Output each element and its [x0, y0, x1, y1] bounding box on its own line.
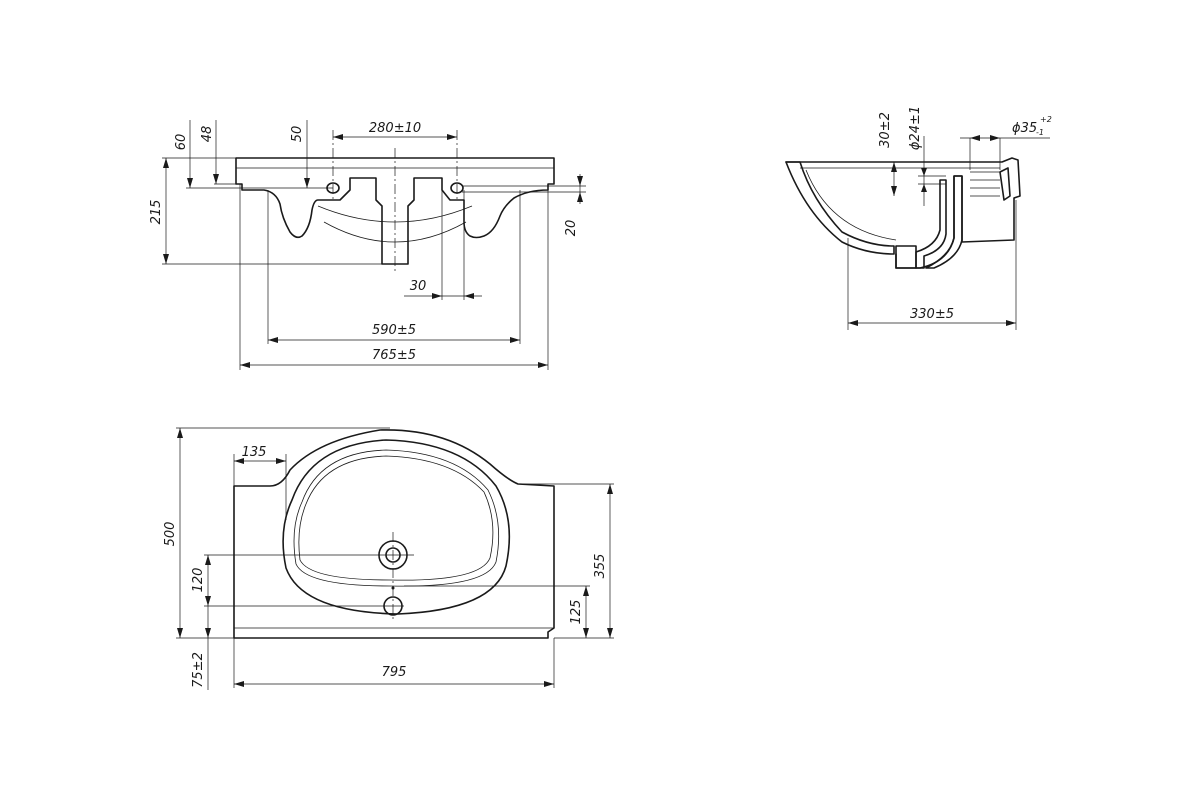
- dim-label-30: 30: [410, 279, 427, 294]
- dim-label-75: 75±2: [191, 652, 206, 688]
- side-bowl-inner: [805, 169, 897, 241]
- top-view-outline: [233, 429, 555, 639]
- dim-label-355: 355: [593, 554, 608, 579]
- side-section-view: 30±2 ϕ24±1 ϕ35 +2 -1 330±5: [785, 106, 1052, 330]
- drain-outlet: [895, 245, 917, 269]
- dim-label-35-upper-tol: +2: [1040, 115, 1052, 124]
- dim-label-795: 795: [382, 665, 407, 680]
- basin-inner-rim-2: [298, 455, 494, 581]
- section-hatch-back: [925, 175, 963, 269]
- dim-label-120: 120: [191, 568, 206, 593]
- dim-label-765: 765±5: [372, 348, 416, 363]
- basin-outer-rim: [282, 439, 511, 615]
- side-view-outline: [785, 157, 1021, 269]
- section-hatch-front: [785, 161, 895, 255]
- dim-label-35-lower-tol: -1: [1036, 128, 1044, 137]
- front-view: 60 48 50 280±10 215 20 30 590±5 765±5: [149, 120, 586, 370]
- dim-label-20: 20: [564, 220, 579, 237]
- dim-label-35: ϕ35: [1012, 121, 1037, 136]
- dim-label-500: 500: [163, 522, 178, 547]
- basin-inner-rim: [293, 449, 500, 587]
- dim-label-590: 590±5: [372, 323, 416, 338]
- dim-label-30-2: 30±2: [878, 112, 893, 148]
- front-view-outline: [235, 157, 555, 265]
- dim-label-48: 48: [200, 126, 215, 143]
- dim-label-125: 125: [569, 600, 584, 625]
- section-hatch-drain: [915, 179, 947, 269]
- dim-label-215: 215: [149, 200, 164, 225]
- overflow-channel: [999, 167, 1011, 201]
- top-view: 135 500 120 75±2 795 355 125: [163, 427, 614, 690]
- dim-label-60: 60: [174, 134, 189, 151]
- dim-label-280: 280±10: [369, 121, 421, 136]
- dim-label-50: 50: [290, 126, 305, 143]
- dim-label-24: ϕ24±1: [908, 106, 923, 150]
- dim-label-330: 330±5: [910, 307, 954, 322]
- dim-label-135: 135: [242, 445, 267, 460]
